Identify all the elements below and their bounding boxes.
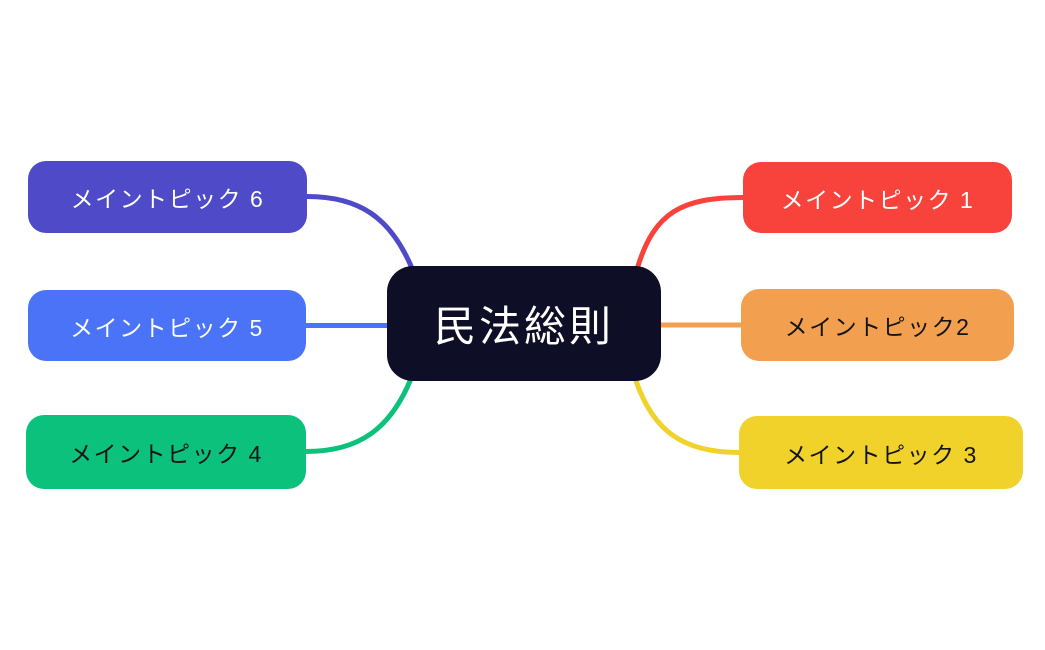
connector-center-topic-4 [303, 378, 413, 454]
topic-3-label: メイントピック 3 [784, 441, 978, 468]
connector-center-topic-3 [633, 378, 742, 455]
mindmap-node-topic-5[interactable]: メイントピック 5 [28, 290, 306, 361]
mindmap-node-topic-2[interactable]: メイントピック2 [741, 289, 1014, 361]
topic-5-label: メイントピック 5 [70, 314, 264, 341]
mindmap-node-center[interactable]: 民法総則 [387, 266, 661, 381]
mindmap-node-topic-3[interactable]: メイントピック 3 [739, 416, 1023, 489]
connector-center-topic-1 [635, 195, 746, 269]
topic-1-label: メイントピック 1 [780, 186, 975, 213]
mindmap-node-topic-6[interactable]: メイントピック 6 [28, 161, 307, 233]
mindmap-node-topic-1[interactable]: メイントピック 1 [743, 162, 1012, 233]
mindmap-node-topic-4[interactable]: メイントピック 4 [26, 415, 306, 489]
topic-2-label: メイントピック2 [784, 314, 971, 340]
topic-6-label: メイントピック 6 [70, 186, 265, 212]
connector-center-topic-6 [304, 194, 414, 269]
topic-4-label: メイントピック 4 [69, 441, 263, 467]
center-node-label: 民法総則 [433, 303, 614, 350]
